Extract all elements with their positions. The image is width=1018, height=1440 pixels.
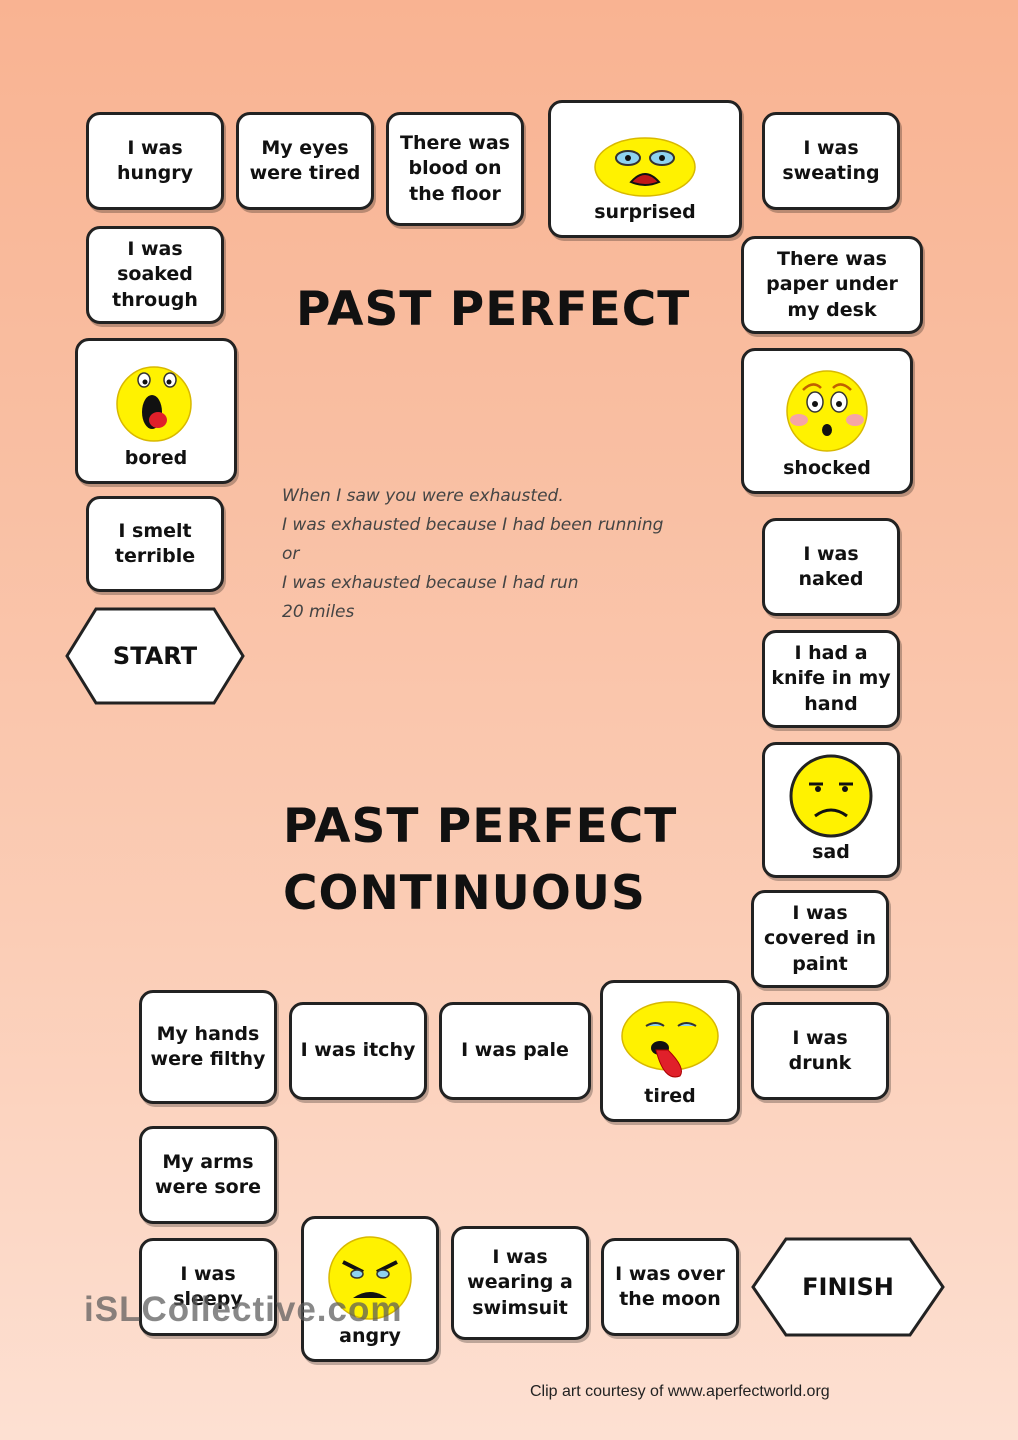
tired-face-icon: [621, 1001, 719, 1078]
square-label: tired: [644, 1084, 696, 1107]
square-paper-under-desk: There was paper under my desk: [741, 236, 923, 334]
square-hungry: I was hungry: [86, 112, 224, 210]
example-line: I was exhausted because I had run: [282, 573, 579, 593]
bored-face-icon: [116, 366, 192, 442]
start-hexagon-shape: [65, 607, 245, 705]
square-hands-filthy: My hands were filthy: [139, 990, 277, 1104]
square-tired: tired: [600, 980, 740, 1122]
title-past-perfect-continuous-line2: CONTINUOUS: [283, 866, 646, 921]
sad-face-icon: [789, 754, 873, 838]
title-past-perfect-continuous-line1: PAST PERFECT: [283, 799, 678, 854]
square-naked: I was naked: [762, 518, 900, 616]
start-label: START: [112, 642, 198, 670]
square-sweating: I was sweating: [762, 112, 900, 210]
example-line: When I saw you were exhausted.: [282, 486, 564, 506]
square-label: surprised: [594, 200, 696, 223]
square-knife-in-hand: I had a knife in my hand: [762, 630, 900, 728]
example-line: or: [282, 544, 300, 564]
angry-face-icon: [328, 1236, 412, 1320]
example-line: 20 miles: [282, 602, 355, 622]
watermark: iSLCollective.com: [84, 1290, 403, 1329]
surprised-face-icon: [594, 137, 696, 197]
square-smelt-terrible: I smelt terrible: [86, 496, 224, 592]
square-label: shocked: [783, 456, 871, 479]
finish-hexagon-shape: [751, 1237, 945, 1337]
square-label: bored: [124, 446, 188, 469]
square-surprised: surprised: [548, 100, 742, 238]
square-label: angry: [339, 1324, 401, 1347]
example-line: I was exhausted because I had been runni…: [282, 515, 664, 535]
square-wearing-swimsuit: I was wearing a swimsuit: [451, 1226, 589, 1340]
square-label: sad: [812, 840, 850, 863]
square-angry: angry: [301, 1216, 439, 1362]
square-soaked-through: I was soaked through: [86, 226, 224, 324]
shocked-face-icon: [786, 370, 868, 452]
square-over-the-moon: I was over the moon: [601, 1238, 739, 1336]
square-itchy: I was itchy: [289, 1002, 427, 1100]
square-sad: sad: [762, 742, 900, 878]
square-bored: bored: [75, 338, 237, 484]
square-covered-in-paint: I was covered in paint: [751, 890, 889, 988]
square-pale: I was pale: [439, 1002, 591, 1100]
clip-art-credit: Clip art courtesy of www.aperfectworld.o…: [530, 1383, 830, 1400]
finish-label: FINISH: [802, 1273, 894, 1301]
start-space: START: [64, 606, 246, 706]
finish-space: FINISH: [750, 1236, 946, 1338]
square-drunk: I was drunk: [751, 1002, 889, 1100]
square-eyes-tired: My eyes were tired: [236, 112, 374, 210]
square-sleepy: I was sleepy: [139, 1238, 277, 1336]
square-arms-sore: My arms were sore: [139, 1126, 277, 1224]
title-past-perfect: PAST PERFECT: [296, 282, 691, 337]
square-blood-on-floor: There was blood on the floor: [386, 112, 524, 226]
square-shocked: shocked: [741, 348, 913, 494]
example-text: When I saw you were exhausted. I was exh…: [282, 482, 722, 627]
